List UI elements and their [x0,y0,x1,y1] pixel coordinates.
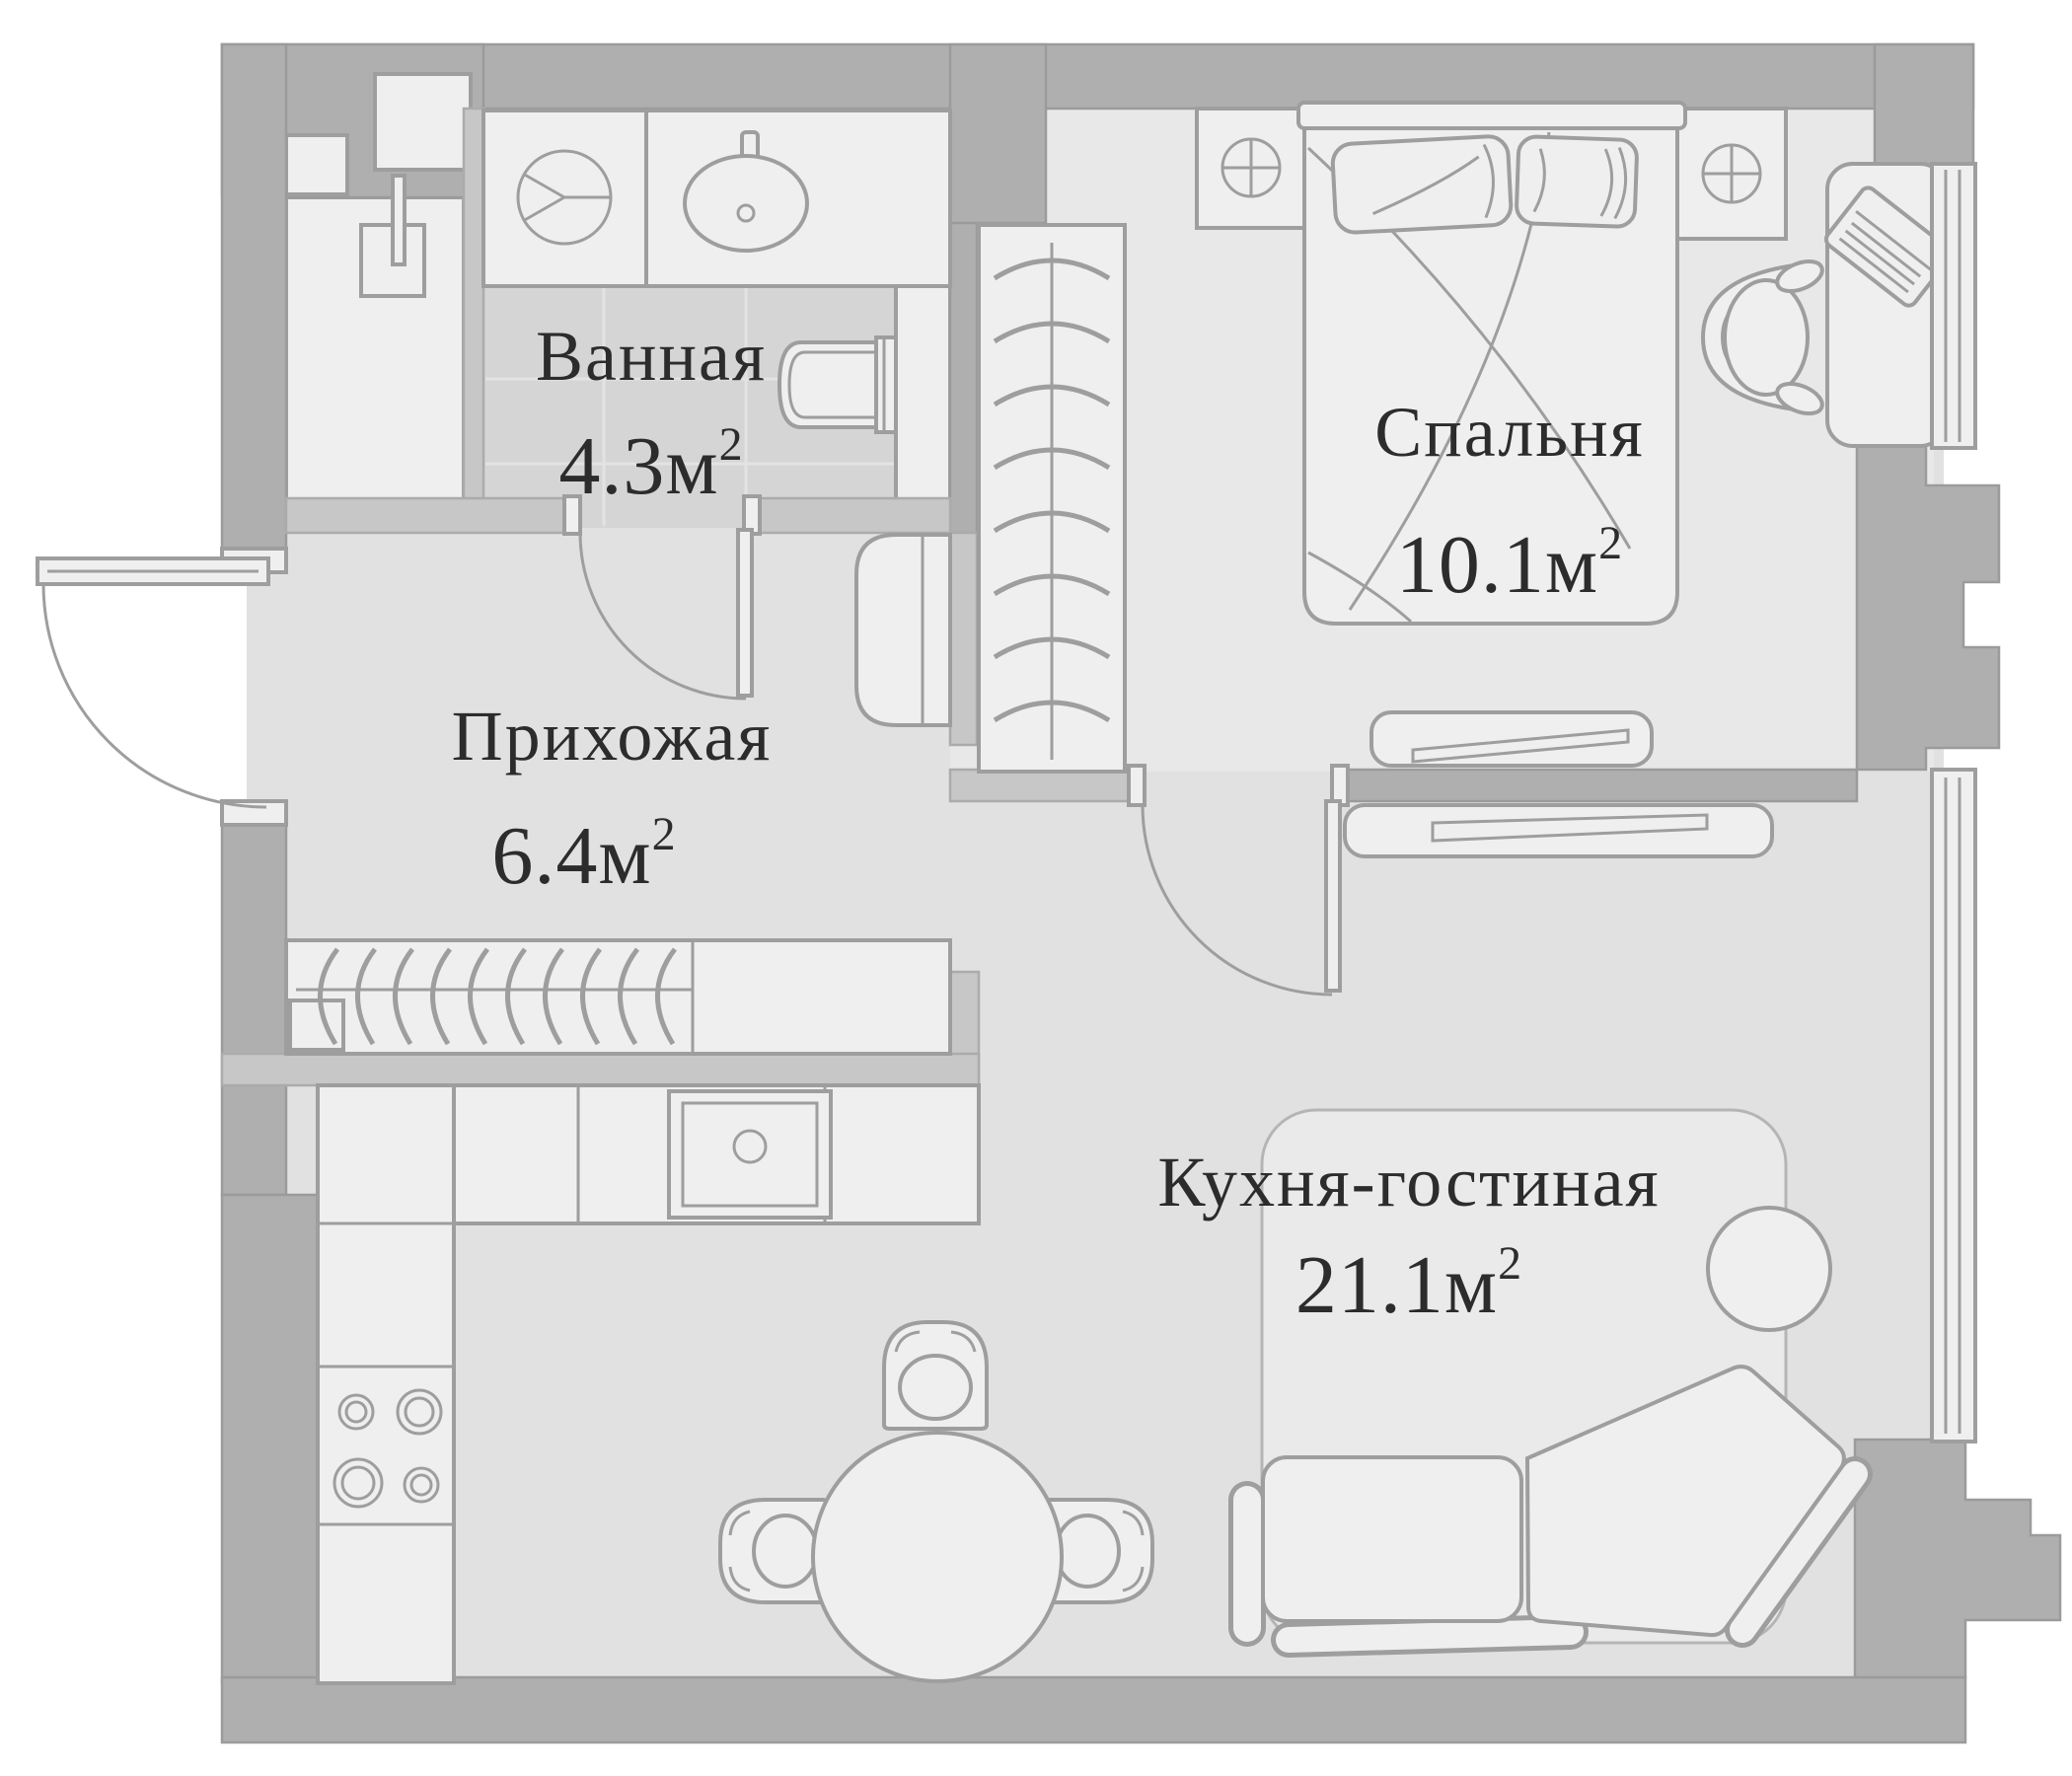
hallway-area: 6.4м2 [491,808,676,902]
stove-icon [333,1388,443,1509]
column-right-middle [1855,444,2001,772]
coat-rack [284,938,952,1056]
hallway-furniture [284,533,952,1056]
hallway-label: Прихожая [452,697,773,776]
wall-bedroom-living-partition [1337,768,1859,803]
wall-top [220,42,1975,111]
wardrobe [977,223,1127,774]
entrance-door [36,547,288,827]
wall-left-kitchen [220,1193,320,1685]
dining-set [718,1320,1154,1683]
bedroom-area: 10.1м2 [1396,517,1623,611]
sofa-chaise-backrest [1730,1461,1868,1643]
pillow-left [1330,134,1514,235]
wall-hallway-right [948,531,979,747]
wall-bottom [220,1675,1967,1744]
bed [1296,101,1687,626]
bedroom-door [1127,764,1350,997]
kitchen-furniture [316,1083,981,1685]
desk [1823,162,1954,448]
toilet-icon [777,335,898,434]
kitchen-counter-top [452,1083,981,1225]
laptop-icon [1823,185,1954,308]
living-room-window [1930,768,1977,1443]
living-room-furniture [1228,803,1873,1658]
nightstand-left [1195,107,1306,230]
bedroom-furniture [977,101,1954,774]
coat-hangers-icon [318,947,677,1046]
room-labels: Ванная 4.3м2 Прихожая 6.4м2 Спальня 10.1… [452,317,1660,1331]
column-bedroom-corner [948,42,1048,225]
wall-bathroom-bottom-right [744,496,952,535]
bedroom-window [1930,162,1977,450]
windows [1930,162,1977,1443]
wardrobe-hangers-icon [993,258,1111,723]
sofa [1228,1365,1873,1658]
nightstand-right [1675,107,1788,241]
dining-table [811,1431,1064,1683]
bathroom-door [562,494,762,701]
walls [220,42,2062,1744]
kitchen-living-label: Кухня-гостиная [1157,1143,1660,1221]
shaft-opening-large [373,72,473,172]
wall-left-upper [220,42,288,572]
wall-bathroom-bottom-left [284,496,579,535]
doors [36,494,1350,997]
kitchen-living-area: 21.1м2 [1295,1237,1522,1331]
hallway-cabinet [854,533,952,727]
sink-icon [683,130,809,253]
dining-chair-left [718,1498,829,1604]
bathroom-label: Ванная [536,317,767,396]
desk-chair [1700,259,1824,416]
sofa-backrest [1276,1619,1584,1653]
kitchen-sink-icon [667,1089,833,1220]
sofa-seat-left [1261,1455,1523,1623]
pillow-right [1515,134,1639,229]
kitchen-counter-left [316,1083,456,1685]
column-right-bottom [1853,1438,2062,1679]
tv-unit-bedroom [1369,710,1654,768]
toilet-niche-strip [894,284,952,530]
tile-grid [485,288,894,526]
bathroom-fixtures [359,109,952,434]
towel-rail-icon [359,174,426,298]
wall-left-middle [220,819,288,1197]
dining-chair-top [882,1320,989,1431]
bathroom-area: 4.3м2 [558,418,743,512]
sofa-chaise-seat [1524,1365,1846,1638]
side-table [1706,1206,1832,1332]
wall-under-wardrobe [948,768,1145,803]
wall-hallway-kitchen [220,1052,981,1087]
washing-machine-icon [516,149,613,246]
wall-top-right-corner [1873,42,1975,170]
tv-unit-living [1343,803,1774,858]
wall-niche-bathroom [462,107,485,530]
bedroom-label: Спальня [1374,393,1645,472]
shaft-opening-small [284,133,349,196]
